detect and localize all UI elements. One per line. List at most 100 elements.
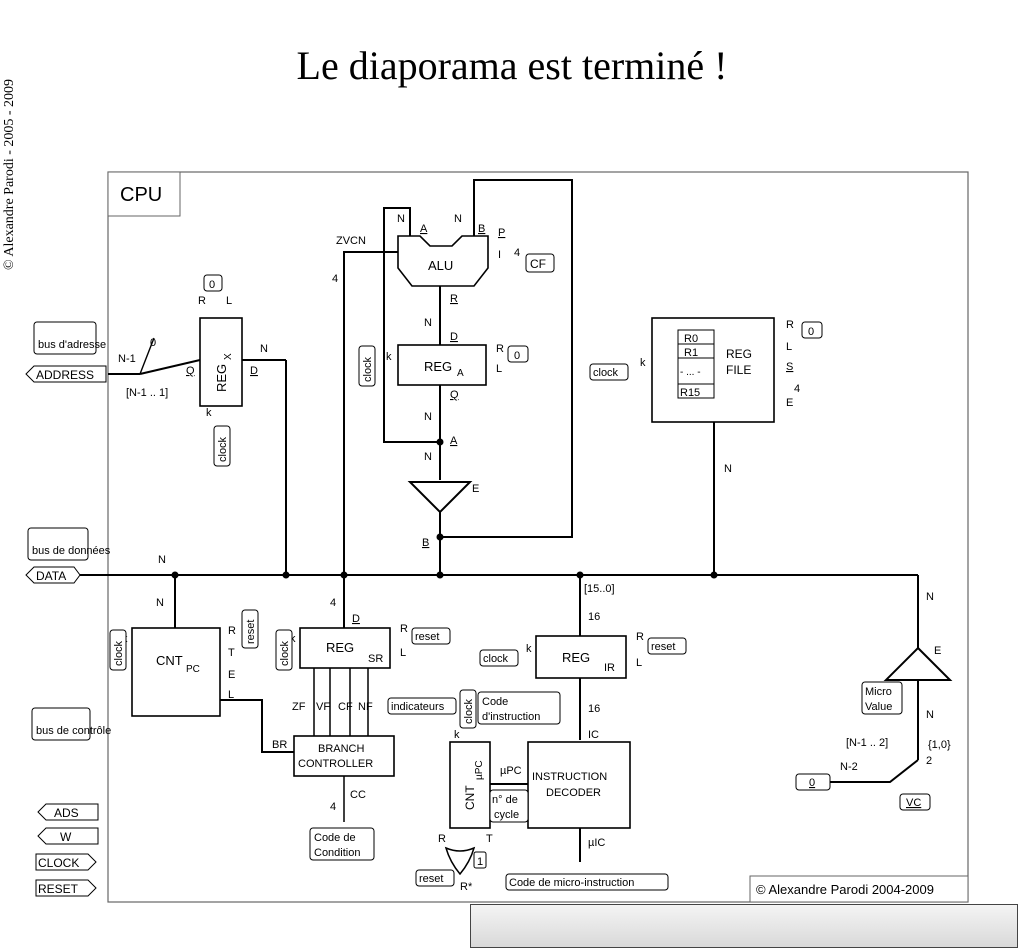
data-port-label: DATA <box>36 569 66 583</box>
address-desc-box <box>33 321 97 355</box>
regir-block <box>535 635 627 679</box>
regx-mux-width: N-1 <box>118 353 136 365</box>
branch-label2: CONTROLLER <box>298 758 373 770</box>
tristate-b: B <box>422 537 429 549</box>
regx-zero: 0 <box>209 279 215 291</box>
regsr-k: k <box>290 633 296 645</box>
cntpc-t: T <box>228 647 235 659</box>
regfile-s: S <box>786 361 793 373</box>
cntpc-clock-box <box>109 629 127 671</box>
w-port[interactable] <box>37 827 99 845</box>
branch-cc: CC <box>350 789 366 801</box>
regfile-zero: 0 <box>808 326 814 338</box>
cpu-label-box <box>107 171 181 217</box>
data-bus-width: N <box>158 554 166 566</box>
branch-cc-width: 4 <box>330 801 336 813</box>
decoder-uic: µIC <box>588 837 605 849</box>
data-bus-split: [15..0] <box>584 583 615 595</box>
rega-zero-box <box>507 345 529 363</box>
regsr-clock: clock <box>279 640 291 666</box>
alu-out-width: N <box>424 317 432 329</box>
clock-port[interactable] <box>35 853 97 871</box>
rega-label: REG <box>424 359 452 374</box>
regir-clock: clock <box>483 653 509 665</box>
rega-q: Q <box>450 389 459 401</box>
footer-copyright: © Alexandre Parodi 2004-2009 <box>756 882 934 897</box>
regsr-block <box>299 627 391 669</box>
junction-dot <box>576 571 584 579</box>
regfile-l: L <box>786 341 792 353</box>
control-desc: bus de contrôle <box>36 725 111 737</box>
code-instr-line1: Code <box>482 696 508 708</box>
data-port[interactable] <box>25 566 81 584</box>
ads-port-label: ADS <box>54 806 79 820</box>
rega-sub: A <box>457 368 464 379</box>
cntpc-label: CNT <box>156 653 183 668</box>
regfile-label1: REG <box>726 347 752 361</box>
rega-l: L <box>496 363 502 375</box>
addr-mux-in <box>139 359 201 375</box>
control-desc-box <box>31 707 91 741</box>
regsr-l: L <box>400 647 406 659</box>
cycle-line2: cycle <box>494 809 519 821</box>
upc-r: R <box>438 833 446 845</box>
alu-cf-box <box>525 253 555 273</box>
mv-range: [N-1 .. 2] <box>846 737 888 749</box>
branch-br: BR <box>272 739 287 751</box>
address-port[interactable] <box>25 365 107 383</box>
regfile-bus-width: N <box>724 463 732 475</box>
regx-r: R <box>198 295 206 307</box>
decoder-label2: DECODER <box>546 787 601 799</box>
cntpc-reset-box <box>241 609 259 649</box>
data-bus-split-width: 16 <box>588 611 600 623</box>
regir-clock-box <box>479 649 519 667</box>
data-desc-box <box>27 527 89 561</box>
regx-mux-zero: 0 <box>150 337 156 349</box>
alu-p: P <box>498 227 505 239</box>
regir-ic: IC <box>588 729 599 741</box>
rega-a-label: A <box>450 435 458 447</box>
regfile-e: E <box>786 397 793 409</box>
reset-port[interactable] <box>35 879 97 897</box>
bottom-bar <box>470 904 1018 948</box>
regfile-clock-box <box>589 363 629 381</box>
regfile-row: R1 <box>684 347 698 359</box>
regfile-k: k <box>640 357 646 369</box>
cond-line1: Code de <box>314 832 356 844</box>
regx-clock-box <box>213 425 231 467</box>
ads-port[interactable] <box>37 803 99 821</box>
micro-code-box <box>505 873 669 891</box>
mv-e: E <box>934 645 941 657</box>
upc-reset: reset <box>419 873 443 885</box>
regir-ir: IR <box>604 662 615 674</box>
indicateurs-box <box>387 697 457 715</box>
regfile-r: R <box>786 319 794 331</box>
upc-out: µPC <box>500 765 522 777</box>
mv-combine <box>830 759 919 783</box>
junction-dot <box>171 571 179 579</box>
regsr-d: D <box>352 613 360 625</box>
cntpc-sub: PC <box>186 664 200 675</box>
decoder-block <box>527 741 631 829</box>
alu-in-b: B <box>478 223 485 235</box>
tristate-e: E <box>472 483 479 495</box>
regx-block <box>199 317 243 407</box>
regsr-nf: NF <box>358 701 373 713</box>
alu-flags-width: 4 <box>332 273 338 285</box>
upc-one-box <box>473 851 487 869</box>
junction-dot <box>436 533 444 541</box>
regsr-label: REG <box>326 640 354 655</box>
regir-l: L <box>636 657 642 669</box>
cpu-label: CPU <box>120 184 162 206</box>
upc-clock: clock <box>463 698 475 724</box>
regir-out-width: 16 <box>588 703 600 715</box>
branch-block <box>293 735 395 777</box>
rega-clock: clock <box>362 356 374 382</box>
mv-line2: Value <box>865 701 892 713</box>
alu-in-a-width: N <box>397 213 405 225</box>
regfile-rows <box>677 329 715 399</box>
upc-rstar: R* <box>460 881 473 893</box>
upc-k: k <box>454 729 460 741</box>
mv-line1: Micro <box>865 686 892 698</box>
address-desc: bus d'adresse <box>38 339 106 351</box>
